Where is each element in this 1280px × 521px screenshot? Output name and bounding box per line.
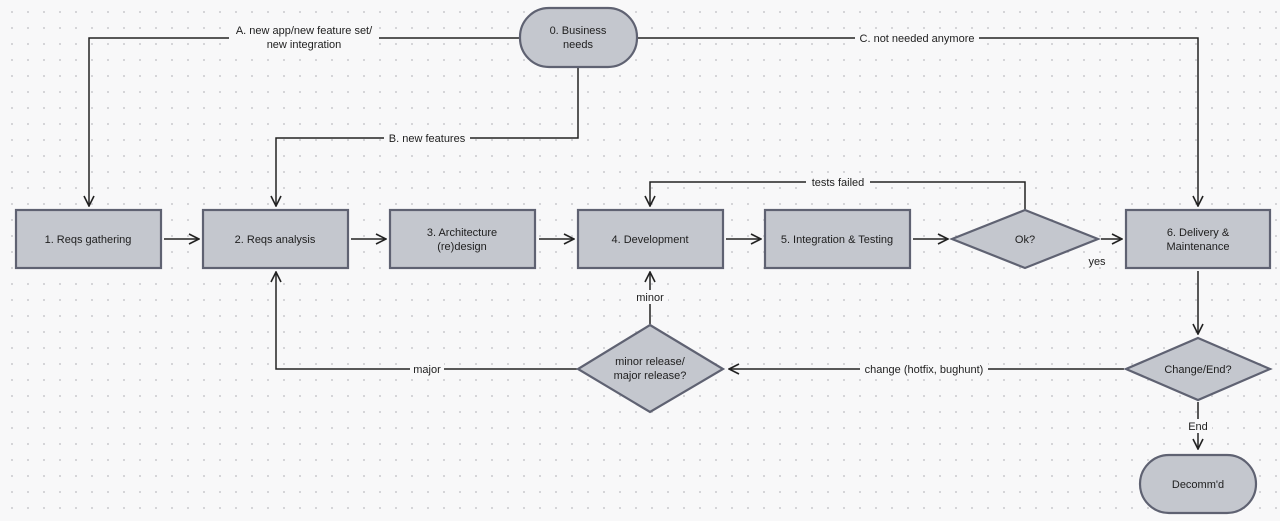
edge-label-yes: yes bbox=[1088, 256, 1106, 268]
edge-label-new-features: B. new features bbox=[389, 133, 466, 145]
node-ok-decision[interactable]: Ok? bbox=[949, 208, 1101, 270]
text-line: 3. Architecture bbox=[427, 227, 497, 239]
edge-label-new-app: A. new app/new feature set/new integrati… bbox=[236, 25, 373, 51]
text-line: (re)design bbox=[437, 241, 487, 253]
text-line: minor bbox=[636, 292, 664, 304]
edge-major bbox=[276, 272, 577, 370]
node-change-end-decision[interactable]: Change/End? bbox=[1123, 336, 1273, 402]
node-development-label: 4. Development bbox=[611, 234, 688, 246]
text-line: 5. Integration & Testing bbox=[781, 234, 893, 246]
edge-label-not-needed: C. not needed anymore bbox=[860, 33, 975, 45]
text-line: Decomm'd bbox=[1172, 479, 1224, 491]
node-business-needs-label: 0. Business needs bbox=[550, 25, 607, 51]
text-line: 0. Business bbox=[550, 25, 607, 37]
node-reqs-analysis[interactable]: 2. Reqs analysis bbox=[201, 208, 350, 270]
text-line: minor release/ bbox=[615, 356, 686, 368]
text-line: 2. Reqs analysis bbox=[235, 234, 316, 246]
text-line: needs bbox=[563, 39, 593, 51]
edge-new-app bbox=[89, 37, 520, 206]
node-development[interactable]: 4. Development bbox=[576, 208, 725, 270]
text-line: major release? bbox=[614, 370, 687, 382]
node-business-needs[interactable]: 0. Business needs bbox=[518, 6, 639, 69]
edge-label-tests-failed: tests failed bbox=[812, 177, 865, 189]
edge-label-minor: minor bbox=[636, 292, 664, 304]
node-architecture-label: 3. Architecture (re)design bbox=[427, 227, 497, 253]
node-reqs-analysis-label: 2. Reqs analysis bbox=[235, 234, 316, 246]
edge-label-change: change (hotfix, bughunt) bbox=[865, 364, 984, 376]
text-line: new integration bbox=[267, 39, 342, 51]
nodes: 0. Business needs 1. Reqs gathering 2. Re… bbox=[14, 6, 1273, 515]
node-integration-testing-label: 5. Integration & Testing bbox=[781, 234, 893, 246]
node-change-end-decision-label: Change/End? bbox=[1164, 364, 1231, 376]
text-line: C. not needed anymore bbox=[860, 33, 975, 45]
edge-label-end: End bbox=[1188, 421, 1208, 433]
text-line: 6. Delivery & bbox=[1167, 227, 1230, 239]
node-delivery-label: 6. Delivery & Maintenance bbox=[1167, 227, 1230, 253]
node-delivery[interactable]: 6. Delivery & Maintenance bbox=[1124, 208, 1272, 270]
node-decommissioned-label: Decomm'd bbox=[1172, 479, 1224, 491]
edge-label-major: major bbox=[413, 364, 441, 376]
node-reqs-gathering-label: 1. Reqs gathering bbox=[45, 234, 132, 246]
edge-not-needed bbox=[637, 37, 1198, 206]
text-line: major bbox=[413, 364, 441, 376]
text-line: change (hotfix, bughunt) bbox=[865, 364, 984, 376]
node-release-decision-label: minor release/major release? bbox=[614, 356, 687, 382]
node-release-decision[interactable]: minor release/major release? bbox=[575, 323, 726, 414]
text-line: 4. Development bbox=[611, 234, 688, 246]
text-line: A. new app/new feature set/ bbox=[236, 25, 373, 37]
text-line: yes bbox=[1088, 256, 1106, 268]
node-reqs-gathering[interactable]: 1. Reqs gathering bbox=[14, 208, 163, 270]
edge-labels: A. new app/new feature set/new integrati… bbox=[229, 22, 1212, 433]
node-ok-decision-label: Ok? bbox=[1015, 234, 1035, 246]
node-decommissioned[interactable]: Decomm'd bbox=[1138, 453, 1258, 515]
text-line: Ok? bbox=[1015, 234, 1035, 246]
text-line: tests failed bbox=[812, 177, 865, 189]
text-line: End bbox=[1188, 421, 1208, 433]
text-line: 1. Reqs gathering bbox=[45, 234, 132, 246]
text-line: Change/End? bbox=[1164, 364, 1231, 376]
node-integration-testing[interactable]: 5. Integration & Testing bbox=[763, 208, 912, 270]
text-line: B. new features bbox=[389, 133, 466, 145]
node-architecture[interactable]: 3. Architecture (re)design bbox=[388, 208, 537, 270]
text-line: Maintenance bbox=[1167, 241, 1230, 253]
